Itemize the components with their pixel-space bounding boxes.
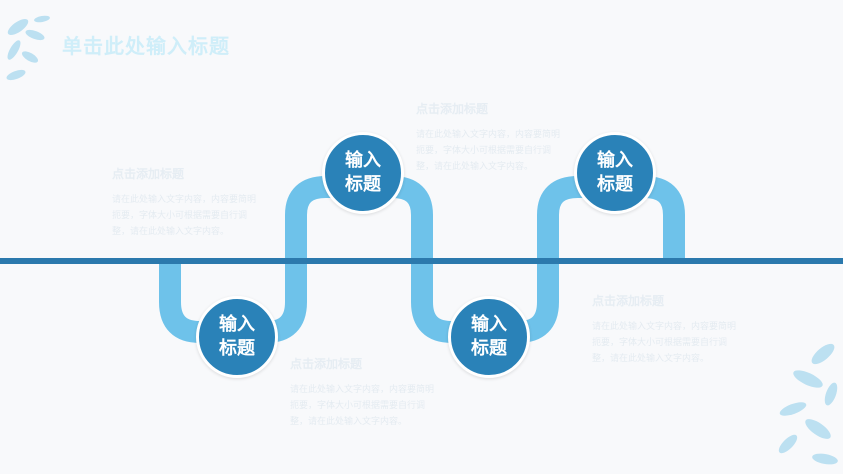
caption-3-title: 点击添加标题 (416, 102, 489, 116)
step-node-1[interactable]: 输入 标题 (196, 296, 278, 378)
step-node-3-line2: 标题 (471, 338, 507, 359)
step-node-3-line1: 输入 (471, 314, 507, 335)
step-node-2-line2: 标题 (345, 174, 381, 195)
horizontal-axis (0, 258, 843, 264)
step-node-2-line1: 输入 (345, 150, 381, 171)
caption-3-body: 请在此处输入文字内容，内容要简明扼要，字体大小可根据需要自行调整，请在此处输入文… (416, 130, 561, 172)
leaf-decoration-bottom-right (778, 343, 838, 465)
step-node-4[interactable]: 输入 标题 (574, 132, 656, 214)
caption-3[interactable]: 点击添加标题 请在此处输入文字内容，内容要简明扼要，字体大小可根据需要自行调整，… (416, 100, 566, 175)
caption-1[interactable]: 点击添加标题 请在此处输入文字内容，内容要简明扼要，字体大小可根据需要自行调整，… (112, 165, 262, 240)
step-node-4-line2: 标题 (597, 174, 633, 195)
caption-4-body: 请在此处输入文字内容，内容要简明扼要，字体大小可根据需要自行调整，请在此处输入文… (592, 322, 737, 364)
step-node-4-line1: 输入 (597, 150, 633, 171)
step-node-2[interactable]: 输入 标题 (322, 132, 404, 214)
step-node-1-line2: 标题 (219, 338, 255, 359)
slide-title[interactable]: 单击此处输入标题 (62, 34, 230, 58)
leaf-decoration-top-left (6, 15, 50, 81)
caption-2-title: 点击添加标题 (290, 357, 363, 371)
caption-2[interactable]: 点击添加标题 请在此处输入文字内容，内容要简明扼要，字体大小可根据需要自行调整，… (290, 355, 440, 430)
caption-1-body: 请在此处输入文字内容，内容要简明扼要，字体大小可根据需要自行调整，请在此处输入文… (112, 195, 257, 237)
step-node-1-line1: 输入 (219, 314, 255, 335)
step-node-3[interactable]: 输入 标题 (448, 296, 530, 378)
caption-4-title: 点击添加标题 (592, 294, 665, 308)
caption-4[interactable]: 点击添加标题 请在此处输入文字内容，内容要简明扼要，字体大小可根据需要自行调整，… (592, 292, 742, 367)
caption-2-body: 请在此处输入文字内容，内容要简明扼要，字体大小可根据需要自行调整，请在此处输入文… (290, 385, 435, 427)
caption-1-title: 点击添加标题 (112, 167, 185, 181)
